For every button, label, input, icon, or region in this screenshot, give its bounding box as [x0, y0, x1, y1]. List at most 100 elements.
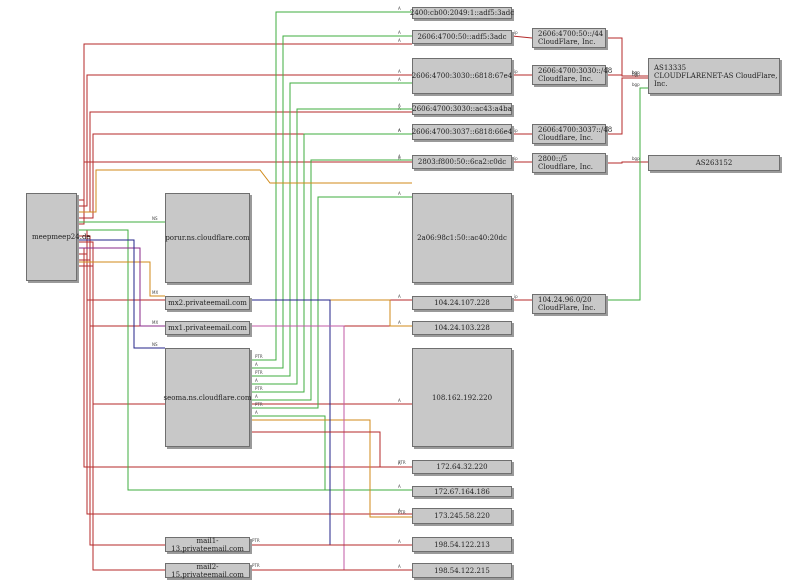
- edge-label: bgp: [632, 156, 640, 161]
- network-prefix-label: 2800::/5 Cloudflare, Inc.: [538, 155, 593, 171]
- ipv6-address-node[interactable]: 2400:cb00:2049:1::adf5:3adc: [409, 7, 515, 19]
- a-record-edge: [77, 133, 412, 219]
- edge-label: bgp: [632, 70, 640, 75]
- network-prefix-node[interactable]: 2800::/5 Cloudflare, Inc.: [532, 153, 606, 173]
- ipv4-address-node[interactable]: 173.245.58.220: [412, 508, 512, 524]
- root-domain-label: meepmeep24.de: [32, 233, 91, 241]
- edge-label: PTR: [255, 370, 263, 375]
- mail-host-1-label: mail1-13.privateemail.com: [171, 536, 244, 553]
- a-record-edge: [77, 253, 412, 515]
- ipv6-address-label: 2606:4700:50::adf5:3adc: [417, 33, 507, 41]
- edge-label: A: [398, 77, 401, 82]
- ipv4-address-label: 198.54.122.213: [434, 540, 490, 549]
- edge-label: A: [398, 564, 401, 569]
- a-record-edge: [77, 43, 412, 201]
- bgp-edge: [606, 74, 648, 77]
- mail-server-mx2-node[interactable]: mx2.privateemail.com: [165, 296, 250, 310]
- ipv4-address-label: 104.24.107.228: [434, 299, 490, 307]
- root-domain-node[interactable]: meepmeep24.de: [26, 193, 91, 281]
- orange-edge: [250, 419, 412, 518]
- edge-label: A: [398, 156, 401, 161]
- ipv6-address-label: 2a06:98c1:50::ac40:20dc: [417, 234, 507, 242]
- ipv4-address-node[interactable]: 104.24.103.228: [412, 321, 512, 335]
- edge-label: ip: [514, 30, 518, 35]
- edge-label: A: [398, 320, 401, 325]
- nameserver-porur-node[interactable]: porur.ns.cloudflare.com: [165, 193, 250, 283]
- ipv4-address-node[interactable]: 172.67.164.186: [412, 486, 512, 497]
- a-record-edge: [77, 74, 412, 207]
- as-cloudflare-node[interactable]: AS13335 CLOUDFLARENET-AS CloudFlare, Inc…: [648, 58, 780, 94]
- ns-edge: [250, 196, 412, 409]
- mail-server-mx1-label: mx1.privateemail.com: [168, 324, 247, 332]
- ipv6-address-node[interactable]: 2606:4700:3030::6818:67e4: [412, 58, 512, 94]
- a-record-edge: [77, 161, 412, 225]
- ipv4-address-label: 108.162.192.220: [431, 393, 493, 402]
- edge-label: bgp: [632, 70, 640, 75]
- edge-label: NS: [152, 342, 158, 347]
- edge-label: bgp: [632, 82, 640, 87]
- ns-edge: [77, 229, 412, 491]
- edge-label: ip: [514, 294, 518, 299]
- ipv6-address-node[interactable]: 2a06:98c1:50::ac40:20dc: [412, 193, 512, 283]
- edge-label: ip: [514, 156, 518, 161]
- ipv6-address-label: 2400:cb00:2049:1::adf5:3adc: [409, 9, 515, 17]
- navy-edge: [250, 299, 412, 546]
- ipv6-address-node[interactable]: 2606:4700:50::adf5:3adc: [412, 30, 512, 44]
- as-cloudflare-label: AS13335 CLOUDFLARENET-AS CloudFlare, Inc…: [654, 64, 778, 88]
- edge-label: A: [398, 508, 401, 513]
- edge-label: bgp: [632, 72, 640, 77]
- edge-label: A: [398, 294, 401, 299]
- ipv4-address-label: 172.67.164.186: [434, 487, 490, 496]
- mail-host-2-label: mail2-15.privateemail.com: [171, 562, 244, 579]
- orange-edge: [77, 261, 165, 297]
- ipv4-address-node[interactable]: 172.64.32.220: [412, 460, 512, 474]
- edge-label: PTR: [252, 538, 260, 543]
- ipv6-address-node[interactable]: 2606:4700:3037::6818:66e4: [412, 124, 512, 140]
- edge-label: PTR: [255, 402, 263, 407]
- edge-label: A: [398, 461, 401, 466]
- mail-host-1-node[interactable]: mail1-13.privateemail.com: [165, 536, 250, 553]
- edge-label: A: [398, 6, 401, 11]
- orange-edge: [250, 299, 412, 327]
- mail-server-mx2-label: mx2.privateemail.com: [168, 299, 247, 307]
- network-prefix-node[interactable]: 2606:4700:3037::/48 Cloudflare, Inc.: [532, 124, 612, 144]
- edge-label: A: [255, 410, 258, 415]
- as-263152-node[interactable]: AS263152: [648, 155, 780, 171]
- edge-label: A: [398, 484, 401, 489]
- network-prefix-node[interactable]: 2606:4700:3030::/48 Cloudflare, Inc.: [532, 65, 612, 85]
- ipv6-address-node[interactable]: 2803:f800:50::6ca2:c0dc: [412, 155, 512, 169]
- network-prefix-node[interactable]: 104.24.96.0/20 CloudFlare, Inc.: [532, 294, 606, 314]
- bgp-edge: [606, 37, 648, 77]
- pink-edge: [250, 325, 412, 571]
- nameserver-seoma-node[interactable]: seoma.ns.cloudflare.com: [164, 348, 252, 447]
- edge-label: A: [255, 362, 258, 367]
- ns-edge: [250, 35, 412, 369]
- ipv4-address-node[interactable]: 198.54.122.215: [412, 563, 512, 578]
- orange-edge: [77, 169, 412, 213]
- mail-server-mx1-node[interactable]: mx1.privateemail.com: [165, 321, 250, 335]
- edge-label: A: [398, 398, 401, 403]
- ns-edge: [250, 415, 412, 491]
- edge-label: PTR: [255, 354, 263, 359]
- edge-label: A: [398, 30, 401, 35]
- ipv4-address-label: 198.54.122.215: [434, 566, 490, 575]
- network-prefix-node[interactable]: 2606:4700:50::/44 CloudFlare, Inc.: [532, 28, 606, 48]
- ipv4-address-label: 104.24.103.228: [434, 324, 490, 332]
- ipv6-address-node[interactable]: 2606:4700:3030::ac43:a4ba: [412, 103, 512, 115]
- ipv4-address-node[interactable]: 108.162.192.220: [412, 348, 512, 447]
- ipv4-address-label: 172.64.32.220: [436, 463, 488, 471]
- ipv6-address-label: 2606:4700:3030::6818:67e4: [411, 72, 513, 80]
- ns-edge: [250, 159, 412, 401]
- edge-label: ip: [514, 69, 518, 74]
- ipv4-address-node[interactable]: 104.24.107.228: [412, 296, 512, 310]
- edge-label: A: [398, 128, 401, 133]
- edge-label: PTR: [255, 386, 263, 391]
- network-prefix-label: 104.24.96.0/20 CloudFlare, Inc.: [538, 296, 596, 312]
- bgp-edge: [606, 87, 648, 301]
- mx-edge: [77, 247, 165, 327]
- ptr-edge: [250, 431, 412, 468]
- mail-host-2-node[interactable]: mail2-15.privateemail.com: [165, 562, 250, 579]
- edge-label: PTR: [252, 563, 260, 568]
- ipv4-address-node[interactable]: 198.54.122.213: [412, 537, 512, 552]
